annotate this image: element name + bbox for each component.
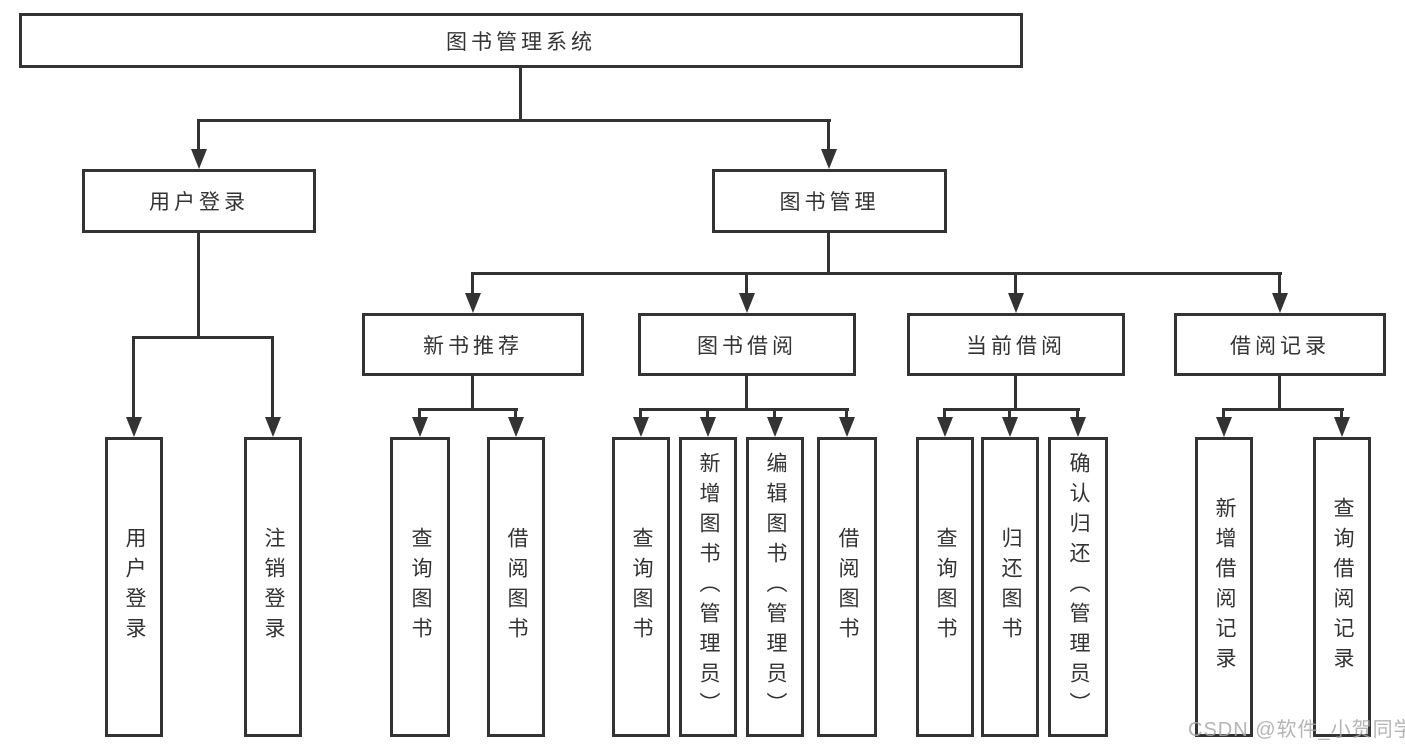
connector-line	[514, 408, 517, 419]
leaf-label: 查询图书	[409, 527, 432, 647]
node-book-management: 图书管理	[712, 169, 947, 233]
connector-line	[1340, 408, 1343, 419]
arrow-down-icon	[508, 417, 524, 437]
leaf-add-books-admin: 新增图书（管理员）	[679, 437, 737, 737]
node-new-book-recommend: 新书推荐	[362, 313, 584, 376]
arrow-down-icon	[191, 149, 207, 169]
connector-line	[132, 336, 135, 419]
connector-line	[745, 376, 748, 410]
connector-line	[827, 119, 830, 151]
connector-line	[418, 408, 421, 419]
leaf-label: 用户登录	[123, 527, 146, 647]
connector-line	[773, 408, 776, 419]
node-library-management-system: 图书管理系统	[19, 13, 1023, 68]
leaf-label: 借阅图书	[836, 527, 859, 647]
arrow-down-icon	[412, 417, 428, 437]
connector-line	[639, 408, 642, 419]
arrow-down-icon	[1334, 417, 1350, 437]
arrow-down-icon	[821, 149, 837, 169]
arrow-down-icon	[937, 417, 953, 437]
connector-line	[197, 233, 200, 338]
leaf-query-books-current: 查询图书	[916, 437, 974, 737]
connector-line	[1014, 272, 1017, 295]
connector-line	[943, 408, 1080, 411]
connector-line	[706, 408, 709, 419]
connector-line	[471, 272, 474, 295]
node-label: 图书管理系统	[446, 30, 596, 54]
leaf-query-borrow-record: 查询借阅记录	[1313, 437, 1371, 737]
leaf-query-books-borrow: 查询图书	[612, 437, 670, 737]
connector-line	[197, 119, 831, 122]
leaf-label: 归还图书	[999, 527, 1022, 647]
connector-line	[1014, 376, 1017, 410]
connector-line	[1008, 408, 1011, 419]
leaf-borrow-books: 借阅图书	[817, 437, 877, 737]
arrow-down-icon	[1070, 417, 1086, 437]
leaf-label: 编辑图书（管理员）	[764, 452, 787, 722]
arrow-down-icon	[1216, 417, 1232, 437]
leaf-logout: 注销登录	[244, 437, 302, 737]
node-label: 借阅记录	[1230, 334, 1330, 358]
arrow-down-icon	[265, 417, 281, 437]
connector-line	[827, 233, 830, 274]
arrow-down-icon	[1002, 417, 1018, 437]
node-label: 图书借阅	[697, 334, 797, 358]
connector-line	[471, 272, 1282, 275]
connector-line	[197, 119, 200, 151]
leaf-label: 借阅图书	[505, 527, 528, 647]
leaf-label: 新增图书（管理员）	[697, 452, 720, 722]
leaf-query-books-recommend: 查询图书	[390, 437, 450, 737]
node-label: 用户登录	[149, 191, 249, 214]
connector-line	[1278, 272, 1281, 295]
arrow-down-icon	[633, 417, 649, 437]
leaf-edit-books-admin: 编辑图书（管理员）	[746, 437, 804, 737]
leaf-label: 查询图书	[630, 527, 653, 647]
leaf-return-books: 归还图书	[981, 437, 1039, 737]
connector-line	[1222, 408, 1225, 419]
arrow-down-icon	[839, 417, 855, 437]
node-book-borrow: 图书借阅	[638, 313, 856, 376]
arrow-down-icon	[126, 417, 142, 437]
arrow-down-icon	[1008, 293, 1024, 313]
leaf-confirm-return-admin: 确认归还（管理员）	[1048, 437, 1108, 737]
node-label: 图书管理	[779, 191, 880, 214]
arrow-down-icon	[767, 417, 783, 437]
connector-line	[418, 408, 518, 411]
node-user-login: 用户登录	[82, 169, 316, 233]
leaf-user-login: 用户登录	[105, 437, 163, 737]
connector-line	[845, 408, 848, 419]
leaf-label: 确认归还（管理员）	[1067, 452, 1090, 722]
leaf-borrow-books-recommend: 借阅图书	[487, 437, 545, 737]
leaf-label: 新增借阅记录	[1213, 497, 1236, 677]
connector-line	[471, 376, 474, 410]
connector-line	[271, 336, 274, 419]
node-borrow-records: 借阅记录	[1174, 313, 1386, 376]
connector-line	[639, 408, 849, 411]
leaf-label: 注销登录	[262, 527, 285, 647]
leaf-label: 查询图书	[934, 527, 957, 647]
arrow-down-icon	[465, 293, 481, 313]
connector-line	[519, 68, 522, 119]
connector-line	[132, 336, 274, 339]
node-label: 新书推荐	[423, 334, 523, 358]
connector-line	[943, 408, 946, 419]
connector-line	[745, 272, 748, 295]
connector-line	[1076, 408, 1079, 419]
connector-line	[1222, 408, 1344, 411]
node-label: 当前借阅	[966, 334, 1066, 358]
node-current-borrow: 当前借阅	[907, 313, 1125, 376]
leaf-label: 查询借阅记录	[1331, 497, 1354, 677]
leaf-add-borrow-record: 新增借阅记录	[1195, 437, 1253, 737]
arrow-down-icon	[739, 293, 755, 313]
arrow-down-icon	[700, 417, 716, 437]
arrow-down-icon	[1272, 293, 1288, 313]
watermark: CSDN @软件_小贺同学	[1188, 719, 1405, 741]
connector-line	[1278, 376, 1281, 410]
